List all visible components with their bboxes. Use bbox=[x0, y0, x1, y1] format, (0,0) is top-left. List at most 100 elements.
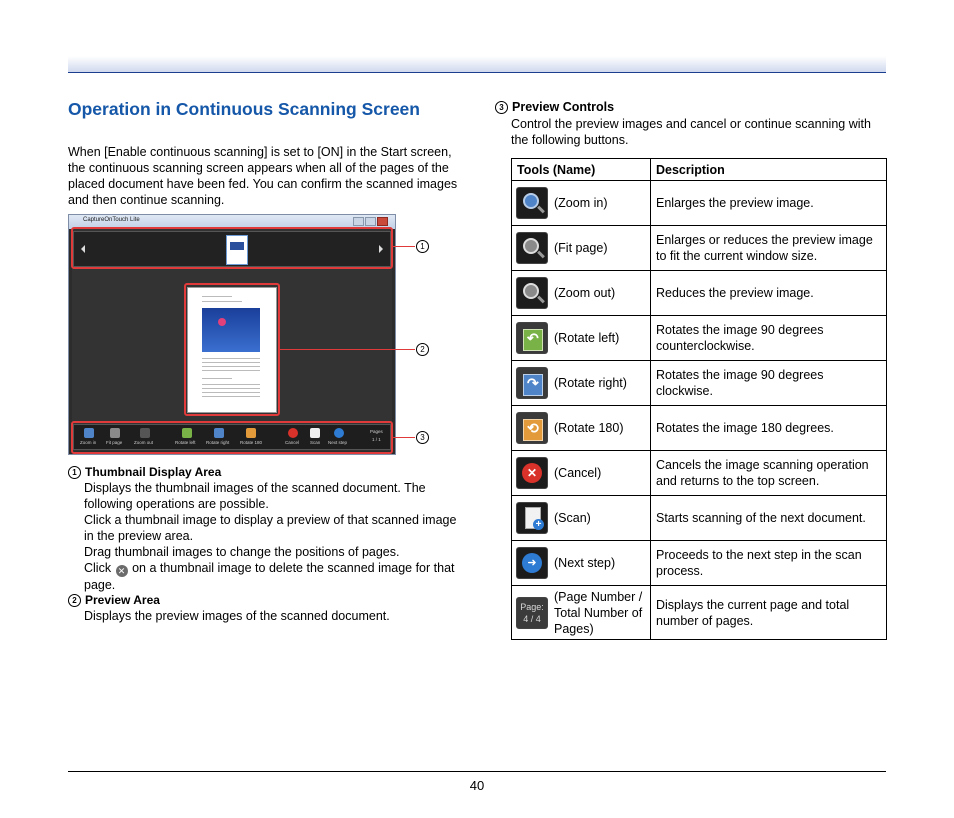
item-number: 3 bbox=[495, 101, 508, 114]
tool-name: (Rotate right) bbox=[554, 376, 627, 390]
preview-page bbox=[187, 287, 277, 413]
next-step-icon bbox=[516, 547, 548, 579]
tool-description: Proceeds to the next step in the scan pr… bbox=[650, 540, 887, 586]
cancel-icon bbox=[288, 428, 298, 438]
pages-value: 1 / 1 bbox=[372, 437, 381, 442]
header-bar bbox=[68, 56, 886, 73]
rotate-left-icon: ↶ bbox=[516, 322, 548, 354]
tool-name: (Scan) bbox=[554, 511, 591, 525]
definition-desc: Click ✕ on a thumbnail image to delete t… bbox=[68, 560, 463, 593]
flower-icon bbox=[218, 318, 226, 326]
tool-cell: (Zoom in) bbox=[511, 180, 651, 226]
tool-description: Enlarges the preview image. bbox=[650, 180, 887, 226]
tool-name: (Zoom in) bbox=[554, 196, 608, 210]
toolbar-label: Next step bbox=[328, 440, 348, 445]
page-number-icon: Page:4 / 4 bbox=[516, 596, 548, 629]
definition-term: 1 Thumbnail Display Area bbox=[68, 464, 463, 480]
item-number: 1 bbox=[68, 466, 81, 479]
toolbar-label: Zoom out bbox=[134, 440, 154, 445]
tool-cell: (Cancel) bbox=[511, 450, 651, 496]
definition-thumbnail-area: 1 Thumbnail Display Area Displays the thu… bbox=[68, 464, 463, 593]
table-row: (Next step) Proceeds to the next step in… bbox=[511, 540, 887, 586]
table-row: ↶(Rotate left) Rotates the image 90 degr… bbox=[511, 315, 887, 361]
definition-desc: Displays the thumbnail images of the sca… bbox=[84, 481, 426, 511]
screenshot-window-title: CaptureOnTouch Lite bbox=[83, 217, 140, 223]
page-number-icon-label: Page: bbox=[520, 601, 544, 612]
scan-icon bbox=[310, 428, 320, 438]
rotate-right-icon bbox=[214, 428, 224, 438]
tool-name: (Zoom out) bbox=[554, 286, 616, 300]
tool-cell: ⟲ (Rotate 180) bbox=[511, 405, 651, 451]
definition-desc: Drag thumbnail images to change the posi… bbox=[84, 545, 400, 559]
zoom-in-icon bbox=[84, 428, 94, 438]
table-row: (Zoom in) Enlarges the preview image. bbox=[511, 180, 887, 226]
toolbar-label: Rotate left bbox=[175, 440, 196, 445]
delete-icon: ✕ bbox=[115, 565, 128, 577]
tool-name: (Next step) bbox=[554, 556, 616, 570]
fit-page-icon bbox=[110, 428, 120, 438]
section-title: Operation in Continuous Scanning Screen bbox=[68, 99, 420, 119]
table-row: (Zoom out) Reduces the preview image. bbox=[511, 270, 887, 316]
tool-cell: Page:4 / 4(Page Number / Total Number of… bbox=[511, 585, 651, 640]
table-row: Page:4 / 4(Page Number / Total Number of… bbox=[511, 585, 887, 640]
callout-box-thumbnail bbox=[71, 227, 393, 269]
rotate-180-icon: ⟲ bbox=[516, 412, 548, 444]
definition-desc-post: on a thumbnail image to delete the scann… bbox=[84, 561, 455, 592]
tool-name: (Rotate 180) bbox=[554, 421, 624, 435]
definition-desc: Displays the preview images of the scann… bbox=[84, 609, 390, 623]
tools-table: Tools (Name) Description (Zoom in) Enlar… bbox=[511, 158, 887, 640]
minimize-icon bbox=[353, 217, 364, 226]
tool-cell: (Zoom out) bbox=[511, 270, 651, 316]
callout-number: 1 bbox=[416, 240, 429, 253]
preview-photo bbox=[202, 308, 260, 352]
tool-description: Starts scanning of the next document. bbox=[650, 495, 887, 541]
callout-number: 2 bbox=[416, 343, 429, 356]
tool-description: Enlarges or reduces the preview image to… bbox=[650, 225, 887, 271]
cancel-icon bbox=[516, 457, 548, 489]
footer-rule bbox=[68, 771, 886, 772]
table-row: (Scan) Starts scanning of the next docum… bbox=[511, 495, 887, 541]
tool-name: (Fit page) bbox=[554, 241, 608, 255]
table-row: (Fit page) Enlarges or reduces the previ… bbox=[511, 225, 887, 271]
toolbar-label: Fit page bbox=[106, 440, 123, 445]
rotate-right-icon: ↷ bbox=[516, 367, 548, 399]
callout-line bbox=[393, 437, 415, 438]
tool-cell: ↶ (Rotate left) bbox=[511, 315, 651, 361]
definition-desc-pre: Click bbox=[84, 561, 112, 575]
column-header: Description bbox=[650, 158, 887, 181]
page-number: 40 bbox=[469, 778, 485, 793]
fit-page-icon bbox=[516, 232, 548, 264]
table-row: (Cancel) Cancels the image scanning oper… bbox=[511, 450, 887, 496]
pages-label: Pages bbox=[370, 429, 383, 434]
tool-description: Reduces the preview image. bbox=[650, 270, 887, 316]
scroll-right-icon bbox=[379, 245, 383, 253]
zoom-out-icon bbox=[140, 428, 150, 438]
maximize-icon bbox=[365, 217, 376, 226]
tool-name: (Rotate left) bbox=[554, 331, 620, 345]
tool-name: (Page Number / Total Number of Pages) bbox=[554, 589, 643, 636]
rotate-left-icon bbox=[182, 428, 192, 438]
scroll-left-icon bbox=[81, 245, 85, 253]
tool-description: Rotates the image 90 degrees clockwise. bbox=[650, 360, 887, 406]
tool-description: Rotates the image 180 degrees. bbox=[650, 405, 887, 451]
thumbnail bbox=[226, 235, 248, 265]
definition-term-text: Thumbnail Display Area bbox=[85, 465, 222, 479]
zoom-out-icon bbox=[516, 277, 548, 309]
column-header: Tools (Name) bbox=[511, 158, 651, 181]
definition-term-text: Preview Area bbox=[85, 593, 160, 607]
definition-desc: Click a thumbnail image to display a pre… bbox=[84, 513, 457, 543]
scan-icon bbox=[516, 502, 548, 534]
table-row: ↷ (Rotate right) Rotates the image 90 deg… bbox=[511, 360, 887, 406]
callout-line bbox=[280, 349, 415, 350]
tool-description: Displays the current page and total numb… bbox=[650, 585, 887, 640]
tool-cell: (Fit page) bbox=[511, 225, 651, 271]
zoom-in-icon bbox=[516, 187, 548, 219]
preview-toolbar: Zoom in Fit page Zoom out Rotate left Ro… bbox=[73, 424, 391, 450]
toolbar-label: Scan bbox=[310, 440, 321, 445]
next-step-icon bbox=[334, 428, 344, 438]
screenshot-titlebar: CaptureOnTouch Lite bbox=[69, 215, 395, 229]
intro-paragraph: When [Enable continuous scanning] is set… bbox=[68, 145, 458, 207]
